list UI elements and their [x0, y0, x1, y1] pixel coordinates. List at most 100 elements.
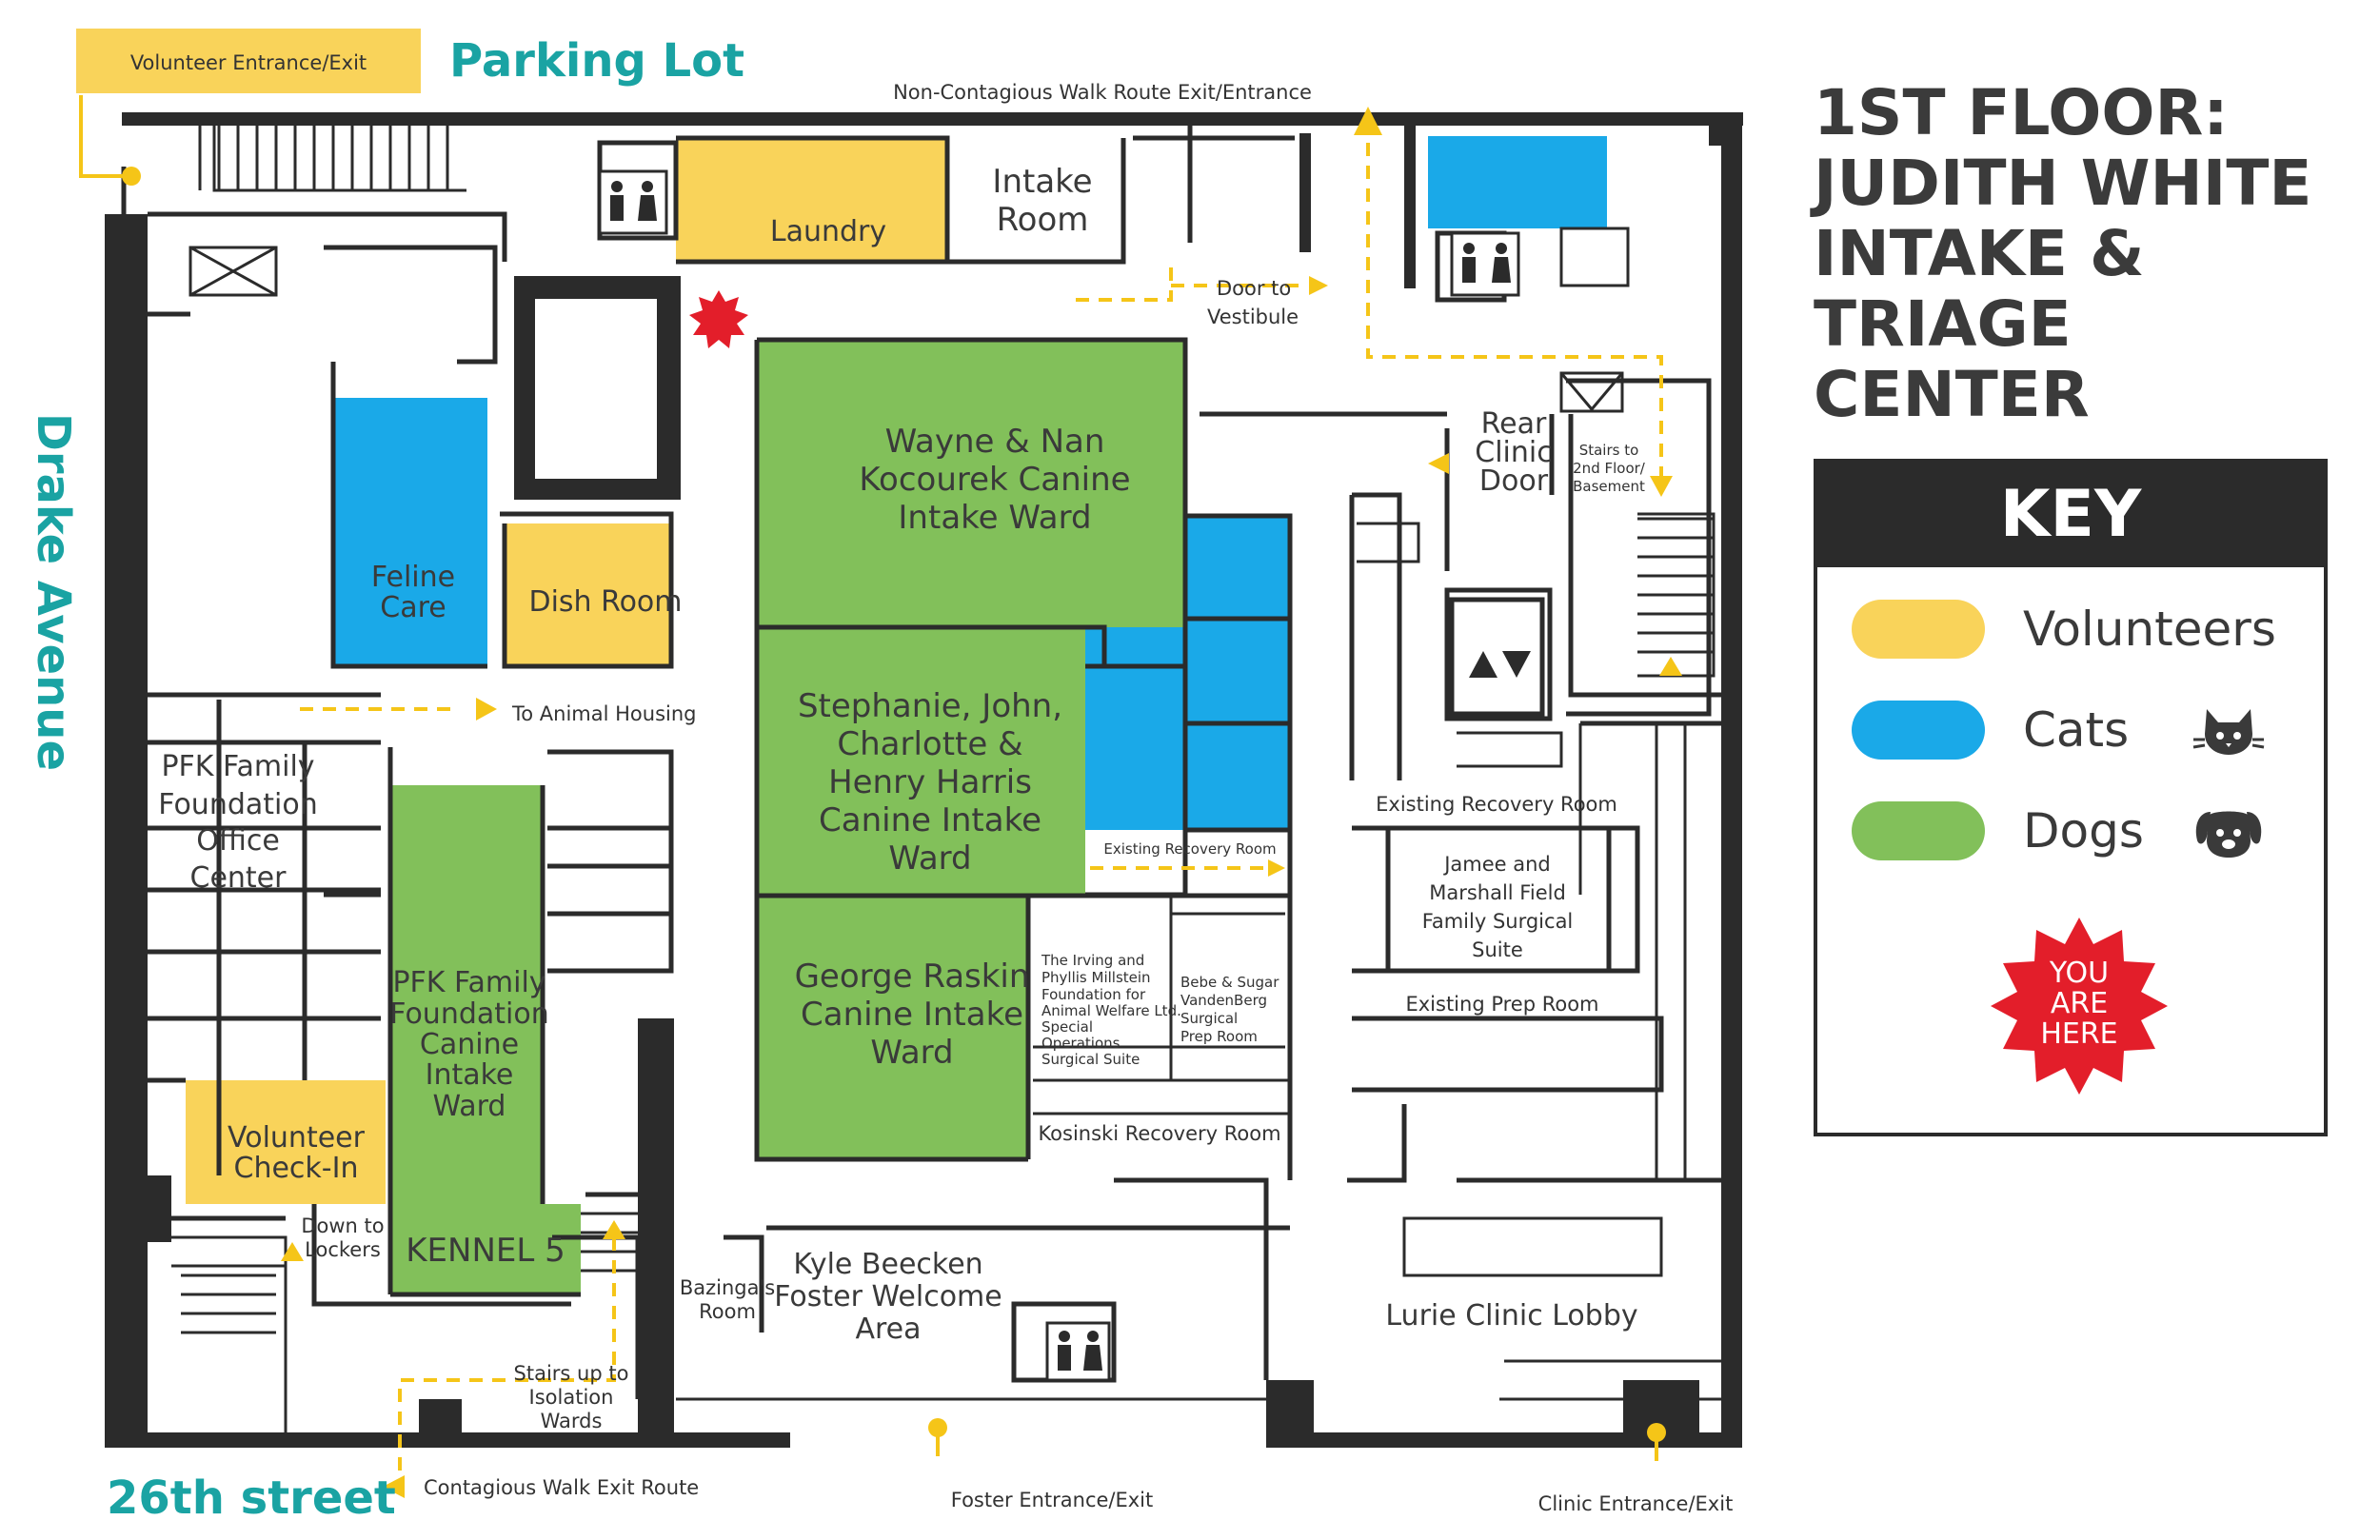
parking-lot-label: Parking Lot	[449, 34, 744, 88]
contagious-route-label: Contagious Walk Exit Route	[424, 1476, 699, 1499]
arrow-left-icon	[1428, 453, 1449, 474]
title-line: 1ST FLOOR:	[1814, 76, 2229, 149]
interior-walls	[121, 124, 1721, 1432]
kyle-label-3: Area	[855, 1313, 921, 1346]
crossed-box-symbols	[188, 246, 1624, 413]
marker-line: HERE	[2040, 1017, 2117, 1051]
down-lockers-label-2: Lockers	[305, 1238, 381, 1261]
jamee-label-3: Family Surgical	[1422, 910, 1574, 933]
kyle-label-2: Foster Welcome	[774, 1280, 1002, 1313]
stephanie-label-4: Canine Intake	[819, 801, 1041, 839]
page-title: 1ST FLOOR: JUDITH WHITE INTAKE & TRIAGE …	[1814, 78, 2347, 430]
stephanie-label-1: Stephanie, John,	[798, 687, 1062, 725]
laundry-label: Laundry	[770, 215, 886, 248]
irving-label-2: Phyllis Millstein	[1041, 969, 1151, 986]
dog-areas	[390, 340, 1185, 1294]
wayne-nan-kocourek-ward[interactable]	[757, 340, 1185, 627]
arrow-up-icon	[1354, 107, 1382, 135]
kennel-5-label: KENNEL 5	[406, 1232, 565, 1270]
stephanie-label-5: Ward	[888, 839, 971, 878]
stair-hatching	[181, 124, 1714, 1334]
restroom-icon	[1045, 1321, 1111, 1382]
lurie-lobby-label: Lurie Clinic Lobby	[1385, 1299, 1637, 1333]
jamee-label-1: Jamee and	[1442, 853, 1551, 876]
dog-icon	[2195, 811, 2262, 858]
bebe-label-1: Bebe & Sugar	[1180, 974, 1279, 991]
key-item-label: Cats	[2023, 702, 2130, 758]
dish-room-label: Dish Room	[528, 585, 682, 619]
pfk-canine-intake-ward[interactable]	[390, 785, 543, 1204]
irving-label-4: Animal Welfare Ltd.	[1041, 1002, 1181, 1019]
rear-clinic-label-2: Clinic	[1475, 436, 1552, 469]
pfk-canine-label-4: Intake	[426, 1058, 514, 1092]
pfk-canine-label-1: PFK Family	[392, 966, 545, 999]
irving-label-5: Special	[1041, 1018, 1093, 1036]
volunteer-entrance-label: Volunteer Entrance/Exit	[130, 51, 367, 74]
irving-label-1: The Irving and	[1041, 952, 1144, 969]
stephanie-label-2: Charlotte &	[837, 725, 1022, 763]
restroom-icon	[598, 169, 668, 235]
marker-line: ARE	[2051, 987, 2108, 1020]
wayne-label-3: Intake Ward	[898, 499, 1091, 537]
key-heading: KEY	[1817, 463, 2324, 567]
key-item-label: Volunteers	[2023, 602, 2276, 657]
to-animal-housing-label: To Animal Housing	[511, 702, 697, 725]
bebe-label-3: Surgical	[1180, 1010, 1238, 1027]
stairs-isolation-label-3: Wards	[541, 1410, 603, 1432]
marker-line: YOU	[2049, 957, 2109, 990]
kosinski-label: Kosinski Recovery Room	[1038, 1122, 1280, 1145]
stairs-2nd-label-1: Stairs to	[1579, 442, 1639, 459]
stephanie-harris-ward[interactable]	[757, 627, 1085, 896]
pfk-office-label-2: Foundation	[158, 788, 317, 821]
feline-care-label-1: Feline	[371, 561, 455, 594]
clinic-entrance-label: Clinic Entrance/Exit	[1538, 1492, 1734, 1515]
key-item-cats: Cats	[1852, 699, 2265, 761]
pfk-canine-label-3: Canine	[420, 1028, 519, 1061]
you-are-here-map-marker	[689, 290, 748, 348]
irving-label-3: Foundation for	[1041, 986, 1146, 1003]
kennel-5[interactable]	[390, 1204, 581, 1294]
wayne-label-1: Wayne & Nan	[885, 423, 1105, 461]
pfk-office-label-4: Center	[190, 861, 288, 895]
pfk-canine-label-5: Ward	[433, 1090, 506, 1123]
key-item-dogs: Dogs	[1852, 800, 2262, 862]
irving-label-6: Operations	[1041, 1035, 1121, 1052]
volunteer-checkin-label-2: Check-In	[234, 1152, 359, 1185]
irving-label-7: Surgical Suite	[1041, 1051, 1140, 1068]
volunteer-checkin-label-1: Volunteer	[228, 1121, 366, 1155]
walk-routes	[79, 95, 1682, 1498]
stephanie-label-3: Henry Harris	[828, 763, 1032, 801]
dish-room[interactable]	[505, 523, 671, 666]
existing-prep-label: Existing Prep Room	[1405, 993, 1598, 1016]
title-line: INTAKE & TRIAGE	[1814, 217, 2145, 361]
arrow-down-icon	[1650, 476, 1673, 497]
jamee-label-2: Marshall Field	[1429, 881, 1566, 904]
stairs-isolation-label-2: Isolation	[529, 1386, 614, 1409]
existing-recovery-small-label: Existing Recovery Room	[1103, 840, 1276, 858]
bebe-label-2: VandenBerg	[1180, 992, 1267, 1009]
george-label-3: Ward	[870, 1034, 953, 1072]
elevator-symbol	[1449, 597, 1545, 717]
feline-care-label-2: Care	[380, 591, 446, 624]
non-contagious-route-label: Non-Contagious Walk Route Exit/Entrance	[893, 81, 1312, 104]
arrow-left-icon	[383, 1475, 405, 1498]
george-label-2: Canine Intake	[801, 996, 1023, 1034]
bazinga-label-2: Room	[699, 1300, 756, 1323]
stairs-2nd-label-3: Basement	[1573, 478, 1645, 495]
pfk-office-label-1: PFK Family	[161, 750, 314, 783]
george-label-1: George Raskin	[795, 958, 1030, 996]
kyle-label-1: Kyle Beecken	[793, 1248, 982, 1281]
door-vestibule-label-1: Door to	[1217, 277, 1291, 300]
map-key: KEY Volunteers Cats Dogs YOU ARE H	[1814, 459, 2328, 1136]
feline-care-room[interactable]	[333, 398, 487, 666]
laundry-room[interactable]	[676, 138, 947, 262]
cats-swatch	[1852, 701, 1985, 760]
stairs-2nd-label-2: 2nd Floor/	[1573, 460, 1646, 477]
wayne-label-2: Kocourek Canine	[859, 461, 1130, 499]
cat-room-upper-right[interactable]	[1428, 136, 1607, 228]
drake-avenue-label: Drake Avenue	[27, 413, 80, 771]
title-line: JUDITH WHITE	[1814, 147, 2312, 220]
jamee-label-4: Suite	[1472, 938, 1523, 961]
george-raskin-ward[interactable]	[757, 896, 1028, 1159]
